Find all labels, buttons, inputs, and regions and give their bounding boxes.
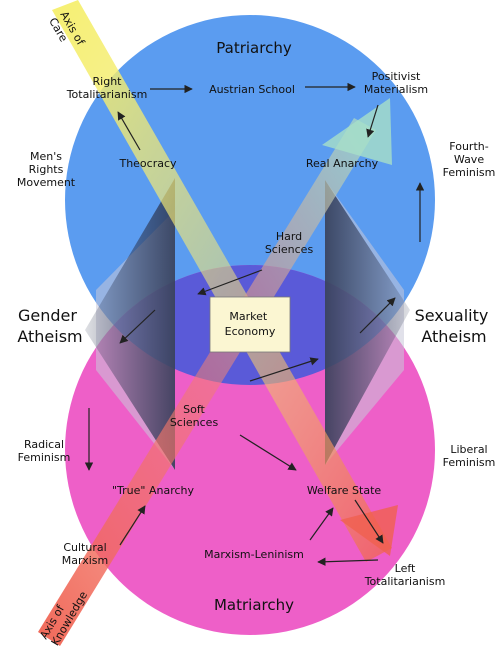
arrow-center-to-right	[249, 357, 319, 382]
right-dark-triangle	[325, 180, 410, 465]
gender-atheism-label: Gender Atheism	[17, 306, 82, 346]
axis-of-care-arrowhead	[340, 505, 398, 556]
sexuality-atheism-label: Sexuality Atheism	[415, 306, 494, 346]
matriarchy-title: Matriarchy	[214, 596, 294, 614]
axis-of-knowledge-band	[38, 118, 376, 646]
left-dark-triangle	[85, 178, 175, 470]
node-marxism-leninism: Marxism-Leninism	[204, 548, 304, 561]
arrows	[84, 82, 425, 566]
arrow-cultural-marxism-to-true-anarchy	[119, 505, 146, 546]
patriarchy-title: Patriarchy	[216, 39, 292, 57]
arrow-soft-sciences-to-welfare	[239, 434, 297, 471]
arrow-right-overlap-up	[359, 297, 396, 334]
left-side-band	[0, 292, 90, 375]
arrow-welfare-to-left-total	[354, 499, 384, 544]
arrow-positivist-to-real-anarchy	[366, 104, 379, 138]
arrow-marxism-leninism-to-welfare	[309, 507, 334, 541]
node-true-anarchy: "True" Anarchy	[112, 484, 195, 497]
arrow-left-overlap-down	[119, 309, 156, 344]
arrow-hard-sciences-to-overlap	[197, 269, 263, 296]
market-economy-label: Market Economy	[225, 310, 276, 338]
node-real-anarchy: Real Anarchy	[306, 157, 379, 170]
node-welfare-state: Welfare State	[307, 484, 382, 497]
market-economy-box	[209, 296, 291, 353]
arrow-left-total-to-marxism-leninism	[317, 557, 379, 566]
axis-of-care-band	[52, 0, 392, 562]
node-theocracy: Theocracy	[118, 157, 177, 170]
node-austrian-school: Austrian School	[209, 83, 295, 96]
arrow-theocracy-to-right-total	[117, 111, 141, 151]
